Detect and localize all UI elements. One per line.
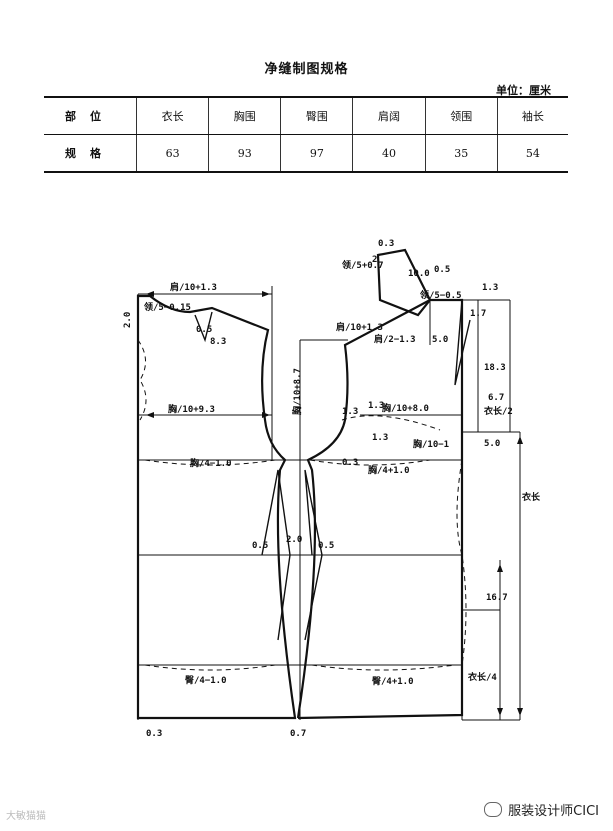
label-collar-10: 10.0	[408, 269, 430, 279]
label-13c: 1.3	[372, 433, 388, 443]
label-half-length: 衣长/2	[484, 405, 513, 417]
label-front-hip-quarter: 臀/4+1.0	[372, 676, 414, 687]
spec-val-shoulder: 40	[352, 134, 426, 173]
spec-table: 部位 衣长 胸围 臀围 肩阔 领围 袖长 规格 63 93 97 40 35 5…	[44, 96, 568, 173]
label-collar-neck5: 领/5−0.5	[420, 289, 462, 301]
watermark-left: 大敏猫猫	[6, 811, 46, 822]
label-front-03: 0.3	[342, 458, 358, 468]
label-front-183: 18.3	[484, 363, 506, 373]
label-collar-13: 1.3	[482, 283, 498, 293]
unit-label: 单位：厘米	[496, 84, 551, 97]
spec-header-row: 部位 衣长 胸围 臀围 肩阔 领围 袖长	[44, 96, 568, 135]
label-collar-17: 1.7	[470, 309, 486, 319]
label-13a: 1.3	[342, 407, 358, 417]
label-armhole-depth: 胸/10+8.7	[291, 368, 303, 415]
spec-col-chest: 胸围	[208, 96, 281, 135]
label-collar-2: 2	[372, 255, 377, 265]
spec-val-hip: 97	[280, 134, 353, 173]
label-dart-right-05: 0.5	[318, 541, 334, 551]
label-bottom-center: 0.7	[290, 729, 306, 739]
label-front-shoulder-width: 肩/10+1.3	[335, 321, 383, 333]
spec-val-chest: 93	[208, 134, 281, 173]
spec-col-collar: 领围	[424, 96, 498, 135]
label-back-neck-width: 领/5−0.15	[144, 301, 191, 313]
label-waist-20: 2.0	[286, 535, 302, 545]
label-front-chest-minus: 胸/10−1	[413, 438, 449, 450]
spec-val-collar: 35	[424, 134, 498, 173]
spec-col-hip: 臀围	[280, 96, 353, 135]
label-quarter-length: 衣长/4	[468, 671, 497, 683]
label-front-67: 6.7	[488, 393, 504, 403]
label-dart-83: 8.3	[210, 337, 226, 347]
wechat-icon	[484, 802, 503, 817]
label-total-length: 衣长	[522, 491, 541, 503]
spec-val-length: 63	[135, 134, 209, 173]
label-back-chest-quarter: 胸/4−1.0	[190, 457, 232, 469]
label-back-neck-top: 2.0	[123, 312, 133, 328]
label-collar-5: 5.0	[432, 335, 448, 345]
pattern-outline	[136, 248, 464, 720]
label-front-chest-quarter: 胸/4+1.0	[368, 464, 410, 476]
label-front-167: 16.7	[486, 593, 508, 603]
darts	[194, 299, 471, 641]
label-front-shoulder: 肩/2−1.3	[373, 333, 416, 345]
spec-val-sleeve: 54	[496, 134, 568, 173]
spec-col-shoulder: 肩阔	[352, 96, 426, 135]
label-front-chest: 胸/10+8.0	[382, 402, 429, 414]
label-back-chest: 胸/10+9.3	[168, 403, 215, 415]
spec-value-row: 规格 63 93 97 40 35 54	[44, 134, 568, 173]
spec-col-length: 衣长	[135, 96, 209, 135]
arrowheads	[146, 291, 523, 716]
label-dart-05: 0.5	[196, 325, 212, 335]
label-bottom-left: 0.3	[146, 729, 162, 739]
label-collar-05: 0.5	[434, 265, 450, 275]
spec-row-label: 规格	[44, 134, 137, 173]
label-back-hip-quarter: 臀/4−1.0	[185, 675, 227, 686]
spec-header-label: 部位	[44, 96, 137, 135]
watermark-right-text: 服装设计师CICI	[508, 804, 599, 819]
label-front-neck: 领/5+0.7	[342, 259, 384, 271]
dashed-curves	[137, 339, 467, 671]
label-front-50: 5.0	[484, 439, 500, 449]
page-title: 净缝制图规格	[264, 62, 349, 77]
label-13b: 1.3	[368, 401, 384, 411]
spec-col-sleeve: 袖长	[496, 96, 568, 135]
label-dart-left-05: 0.5	[252, 541, 268, 551]
label-shoulder-back: 肩/10+1.3	[169, 281, 217, 293]
label-collar-03: 0.3	[378, 239, 394, 249]
watermark-right: 服装设计师CICI	[484, 800, 599, 819]
